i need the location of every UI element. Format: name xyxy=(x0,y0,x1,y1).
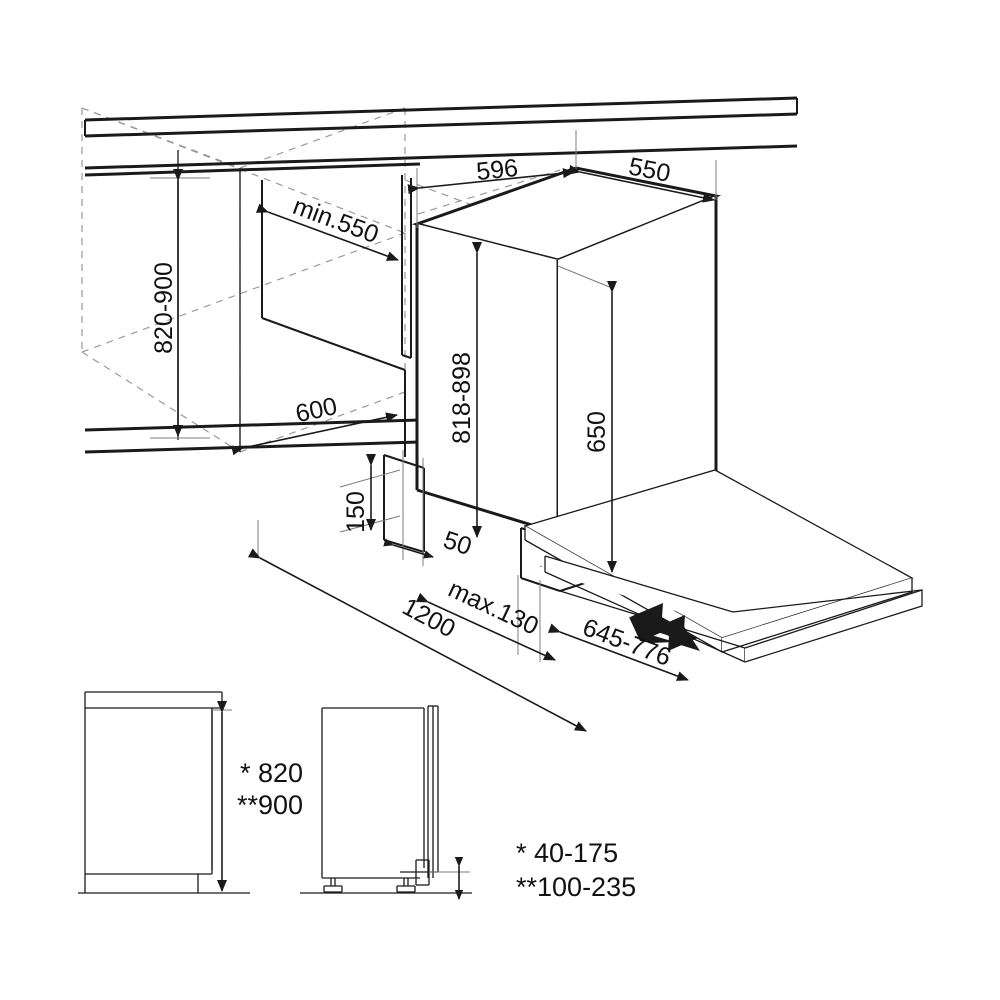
dimension-niche-height: 820-900 xyxy=(150,169,210,439)
appliance-body xyxy=(411,166,722,535)
open-door-slab xyxy=(523,469,923,663)
dimension-door-panel-height: 650 xyxy=(583,281,617,573)
elevation-label-820: * 820 xyxy=(240,758,303,788)
dim-label-plinth-height: 150 xyxy=(342,491,370,533)
dimension-plinth-height: 150 xyxy=(339,454,401,533)
dim-label-appliance-height: 818-898 xyxy=(448,352,476,444)
dimension-niche-depth: min.550 xyxy=(255,192,399,261)
elevation-label-900: **900 xyxy=(237,790,303,820)
front-elevation-view: * 820 **900 xyxy=(78,691,303,894)
dimension-appliance-height: 818-898 xyxy=(448,242,482,538)
dim-label-door-thickness: max.130 xyxy=(444,575,543,641)
dim-label-door-panel-height: 650 xyxy=(583,411,611,453)
dim-label-niche-depth: min.550 xyxy=(289,192,382,249)
side-elevation-view xyxy=(300,705,472,900)
footnote-block: * 40-175 **100-235 xyxy=(516,838,636,902)
dimension-niche-width: 600 xyxy=(231,392,398,456)
dim-label-plinth-recess: 50 xyxy=(440,526,475,561)
cabinet-niche xyxy=(84,150,421,457)
worktop-slab xyxy=(84,96,798,177)
footnote-double-star: **100-235 xyxy=(516,872,636,902)
adjustable-foot xyxy=(323,878,343,893)
dim-label-niche-height: 820-900 xyxy=(150,262,178,354)
dim-label-appliance-width: 596 xyxy=(475,154,519,186)
dimension-appliance-width: 596 xyxy=(407,130,577,228)
adjustable-foot xyxy=(396,878,416,893)
footnote-single-star: * 40-175 xyxy=(516,838,618,868)
